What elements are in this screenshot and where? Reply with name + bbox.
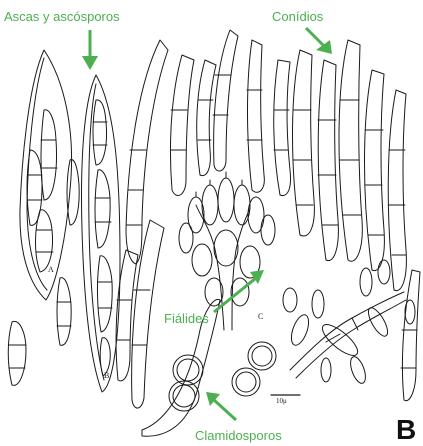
conidios-label: Conídios bbox=[272, 10, 323, 23]
clamidosporos-arrow bbox=[206, 392, 236, 420]
ascas-arrow bbox=[82, 30, 98, 70]
ascas-label: Ascas y ascósporos bbox=[4, 10, 120, 23]
hyphae-group bbox=[283, 260, 415, 385]
asci-group bbox=[8, 50, 120, 392]
scale-bar-label: 10μ bbox=[276, 397, 287, 405]
sublabel-a: A bbox=[48, 266, 54, 274]
fialides-label: Fiálides bbox=[164, 312, 209, 325]
sublabel-c: C bbox=[258, 313, 263, 321]
phialides-group bbox=[179, 172, 275, 330]
chlamydospores-group bbox=[169, 342, 276, 411]
sublabel-b: B bbox=[104, 372, 109, 380]
conidia-group bbox=[116, 30, 420, 436]
conidios-arrow bbox=[306, 28, 332, 54]
panel-letter: B bbox=[396, 416, 416, 444]
clamidosporos-label: Clamidosporos bbox=[195, 429, 282, 442]
